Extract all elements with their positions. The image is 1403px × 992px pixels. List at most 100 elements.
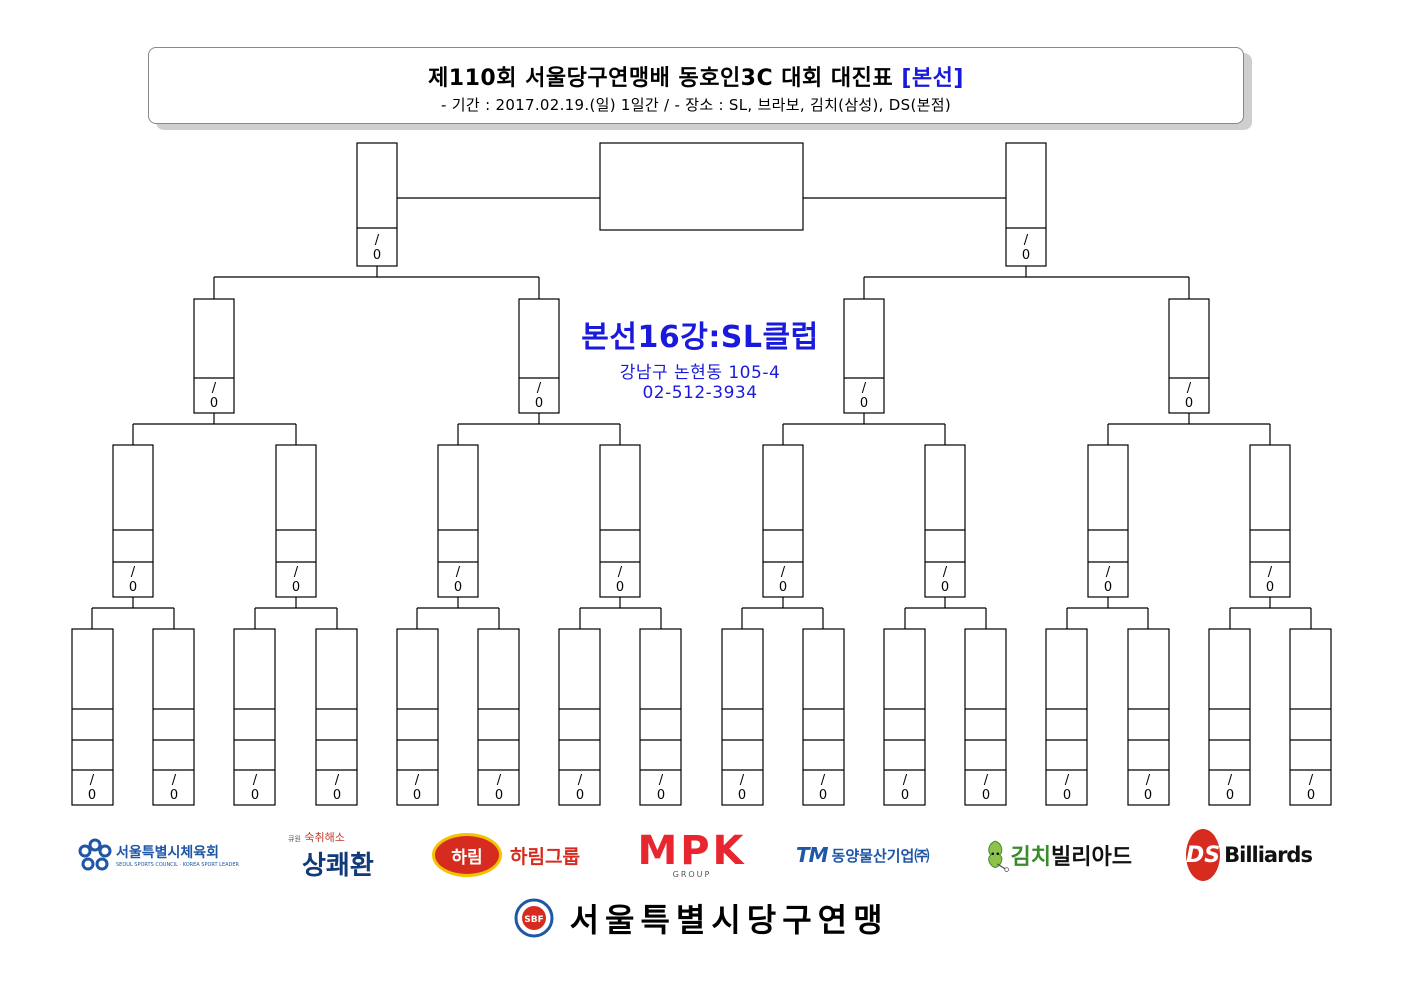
r32-box-14 [1127,628,1170,806]
score-slash: / [943,565,948,580]
final-box [599,142,804,231]
score-value: 0 [292,580,300,595]
r32-box-15 [1208,628,1251,806]
score-slash: / [1024,233,1029,248]
score-slash: / [1065,773,1070,788]
sponsor-name: Billiards [1224,843,1313,867]
score-value: 0 [413,788,421,803]
score-slash: / [1309,773,1314,788]
score-value: 0 [495,788,503,803]
score-value: 0 [1144,788,1152,803]
sponsor-name: MPK [637,827,747,874]
r32-box-6 [477,628,520,806]
score-slash: / [1146,773,1151,788]
sponsor-harim: 하림 하림그룹 [432,822,592,888]
score-slash: / [821,773,826,788]
title-box: 제110회 서울당구연맹배 동호인3C 대회 대진표 [본선] - 기간 : 2… [148,47,1244,124]
score-value: 0 [1063,788,1071,803]
sponsor-tongyang: TM 동양물산기업㈜ [796,822,958,888]
r32-box-9 [721,628,764,806]
page-subtitle: - 기간 : 2017.02.19.(일) 1일간 / - 장소 : SL, 브… [441,96,951,114]
organization-name: 서울특별시당구연맹 [569,901,889,939]
score-slash: / [537,381,542,396]
venue-phone: 02-512-3934 [642,383,758,403]
score-value: 0 [860,396,868,411]
venue-info: 본선16강:SL클럽 강남구 논현동 105-4 02-512-3934 [520,312,880,403]
title-main: 제110회 서울당구연맹배 동호인3C 대회 대진표 [428,66,894,91]
sponsor-ds-billiards: DS Billiards [1186,822,1313,888]
footer: SBF 서울특별시당구연맹 [0,895,1403,941]
score-slash: / [659,773,664,788]
score-slash: / [1228,773,1233,788]
score-value: 0 [129,580,137,595]
score-slash: / [903,773,908,788]
score-value: 0 [170,788,178,803]
sponsor-subtitle: GROUP [672,869,712,879]
r32-box-4 [315,628,358,806]
score-value: 0 [941,580,949,595]
score-slash: / [740,773,745,788]
score-slash: / [131,565,136,580]
sponsor-name-part1: 김치 [1010,845,1052,870]
page-title: 제110회 서울당구연맹배 동호인3C 대회 대진표 [본선] [149,60,1243,92]
r32-box-8 [639,628,682,806]
sponsor-small-label: 큐원 [288,834,301,843]
sponsor-name: 상쾌환 [302,850,374,881]
score-slash: / [335,773,340,788]
score-slash: / [456,565,461,580]
score-value: 0 [982,788,990,803]
r32-box-10 [802,628,845,806]
emblem-text: SBF [525,915,545,925]
score-slash: / [1268,565,1273,580]
sponsor-name: 하림그룹 [510,845,580,868]
title-accent: [본선] [901,66,964,91]
score-value: 0 [1226,788,1234,803]
score-slash: / [497,773,502,788]
score-slash: / [862,381,867,396]
score-slash: / [212,381,217,396]
score-value: 0 [616,580,624,595]
score-value: 0 [779,580,787,595]
venue-name: 본선16강:SL클럽 [581,320,819,355]
score-value: 0 [657,788,665,803]
harim-badge: 하림 [432,833,502,877]
score-slash: / [90,773,95,788]
score-value: 0 [1307,788,1315,803]
sponsor-seoul-sports-council: 서울특별시체육회 SEOUL SPORTS COUNCIL · KOREA SP… [78,822,248,888]
sponsor-mpk: MPK GROUP [630,822,754,888]
score-value: 0 [210,396,218,411]
score-value: 0 [1104,580,1112,595]
score-slash: / [578,773,583,788]
r32-box-16 [1289,628,1332,806]
sports-council-logo-icon [78,838,112,871]
r32-box-3 [233,628,276,806]
score-value: 0 [1185,396,1193,411]
score-value: 0 [1266,580,1274,595]
score-value: 0 [454,580,462,595]
sponsor-name: 서울특별시체육회 [116,845,220,861]
kimchi-mascot-icon [988,840,1009,872]
score-slash: / [375,233,380,248]
score-value: 0 [738,788,746,803]
score-value: 0 [88,788,96,803]
score-slash: / [253,773,258,788]
score-value: 0 [373,248,381,263]
score-slash: / [618,565,623,580]
r32-box-5 [396,628,439,806]
sponsor-subtitle: SEOUL SPORTS COUNCIL · KOREA SPORT LEADE… [116,862,240,868]
score-value: 0 [333,788,341,803]
sponsor-name: 동양물산기업㈜ [831,846,930,865]
venue-address: 강남구 논현동 105-4 [619,363,781,383]
sponsor-name-part2: 빌리아드 [1051,845,1132,870]
score-slash: / [984,773,989,788]
score-value: 0 [251,788,259,803]
score-value: 0 [901,788,909,803]
score-value: 0 [535,396,543,411]
score-slash: / [1187,381,1192,396]
score-slash: / [1106,565,1111,580]
r32-box-12 [964,628,1007,806]
sponsor-tagline: 숙취해소 [304,830,345,844]
r32-box-1 [71,628,114,806]
r32-box-13 [1045,628,1088,806]
